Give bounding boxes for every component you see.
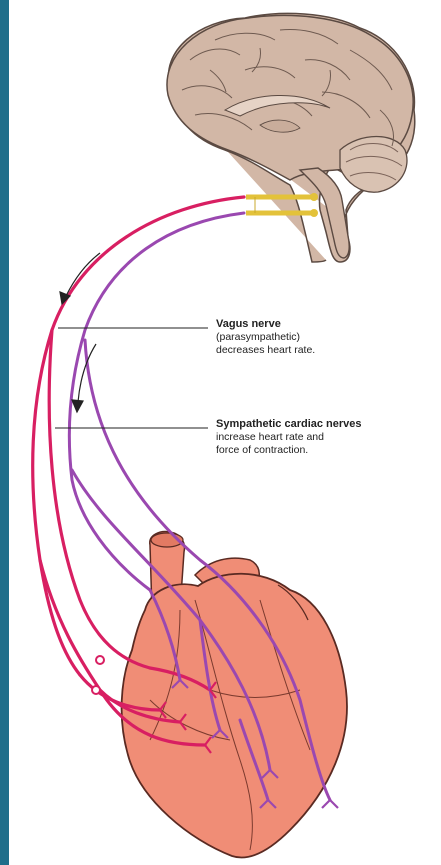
vagus-nerve-line1: (parasympathetic) bbox=[216, 331, 416, 344]
sympathetic-nerves-line1: increase heart rate and bbox=[216, 431, 436, 444]
brain bbox=[167, 13, 415, 262]
sympathetic-nerves-line2: force of contraction. bbox=[216, 444, 436, 457]
vagus-nerve-title: Vagus nerve bbox=[216, 318, 416, 331]
sympathetic-ganglia bbox=[92, 656, 104, 694]
heart bbox=[122, 532, 347, 858]
heart-body bbox=[122, 574, 347, 858]
vagus-nerve-label: Vagus nerve (parasympathetic) decreases … bbox=[216, 318, 416, 357]
sympathetic-nerves-title: Sympathetic cardiac nerves bbox=[216, 418, 436, 431]
cerebellum bbox=[340, 137, 407, 193]
sympathetic-nerves-label: Sympathetic cardiac nerves increase hear… bbox=[216, 418, 436, 457]
vagus-nerve-line2: decreases heart rate. bbox=[216, 344, 416, 357]
